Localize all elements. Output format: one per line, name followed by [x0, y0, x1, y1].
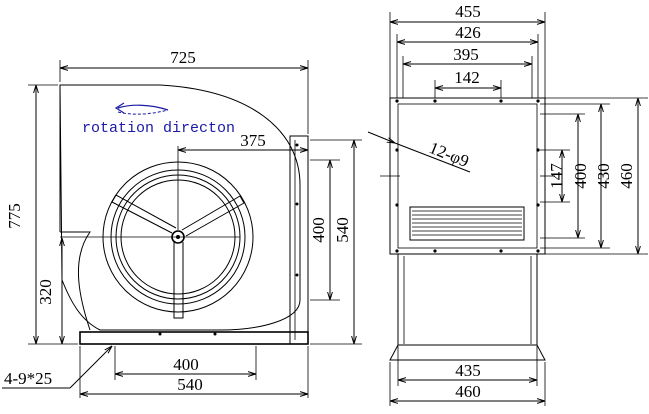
dim-455: 455	[455, 2, 481, 21]
dim-400-base: 400	[173, 355, 199, 374]
dim-725: 725	[170, 48, 196, 67]
dim-430: 430	[594, 163, 613, 189]
dim-400-h: 400	[571, 163, 590, 189]
base-plate	[79, 331, 309, 345]
holes-label: 12-φ9	[427, 138, 472, 171]
dim-395: 395	[453, 45, 479, 64]
dim-400-outlet: 400	[309, 217, 328, 243]
dim-540-base: 540	[177, 375, 203, 394]
rotation-arrow-icon	[114, 102, 169, 114]
dim-320: 320	[36, 279, 55, 305]
dim-142: 142	[454, 68, 480, 87]
outlet-flange	[289, 135, 309, 345]
rotation-direction-label: rotation directon	[82, 120, 235, 137]
front-view: 455 426 395 142	[367, 2, 648, 406]
dim-426: 426	[455, 23, 481, 42]
dim-460-h: 460	[617, 163, 636, 189]
dim-375: 375	[240, 131, 266, 150]
dim-147: 147	[547, 163, 566, 189]
side-view: rotation directon 725 375 775 320 400 54…	[2, 48, 362, 398]
motor-grille	[409, 206, 525, 241]
impeller-spokes	[111, 194, 245, 319]
dim-540-outlet: 540	[333, 217, 352, 243]
dim-775: 775	[5, 203, 24, 229]
base-holes-label: 4-9*25	[4, 369, 52, 388]
dim-460-w: 460	[455, 382, 481, 401]
dim-435: 435	[455, 361, 481, 380]
scroll-housing	[59, 84, 301, 331]
